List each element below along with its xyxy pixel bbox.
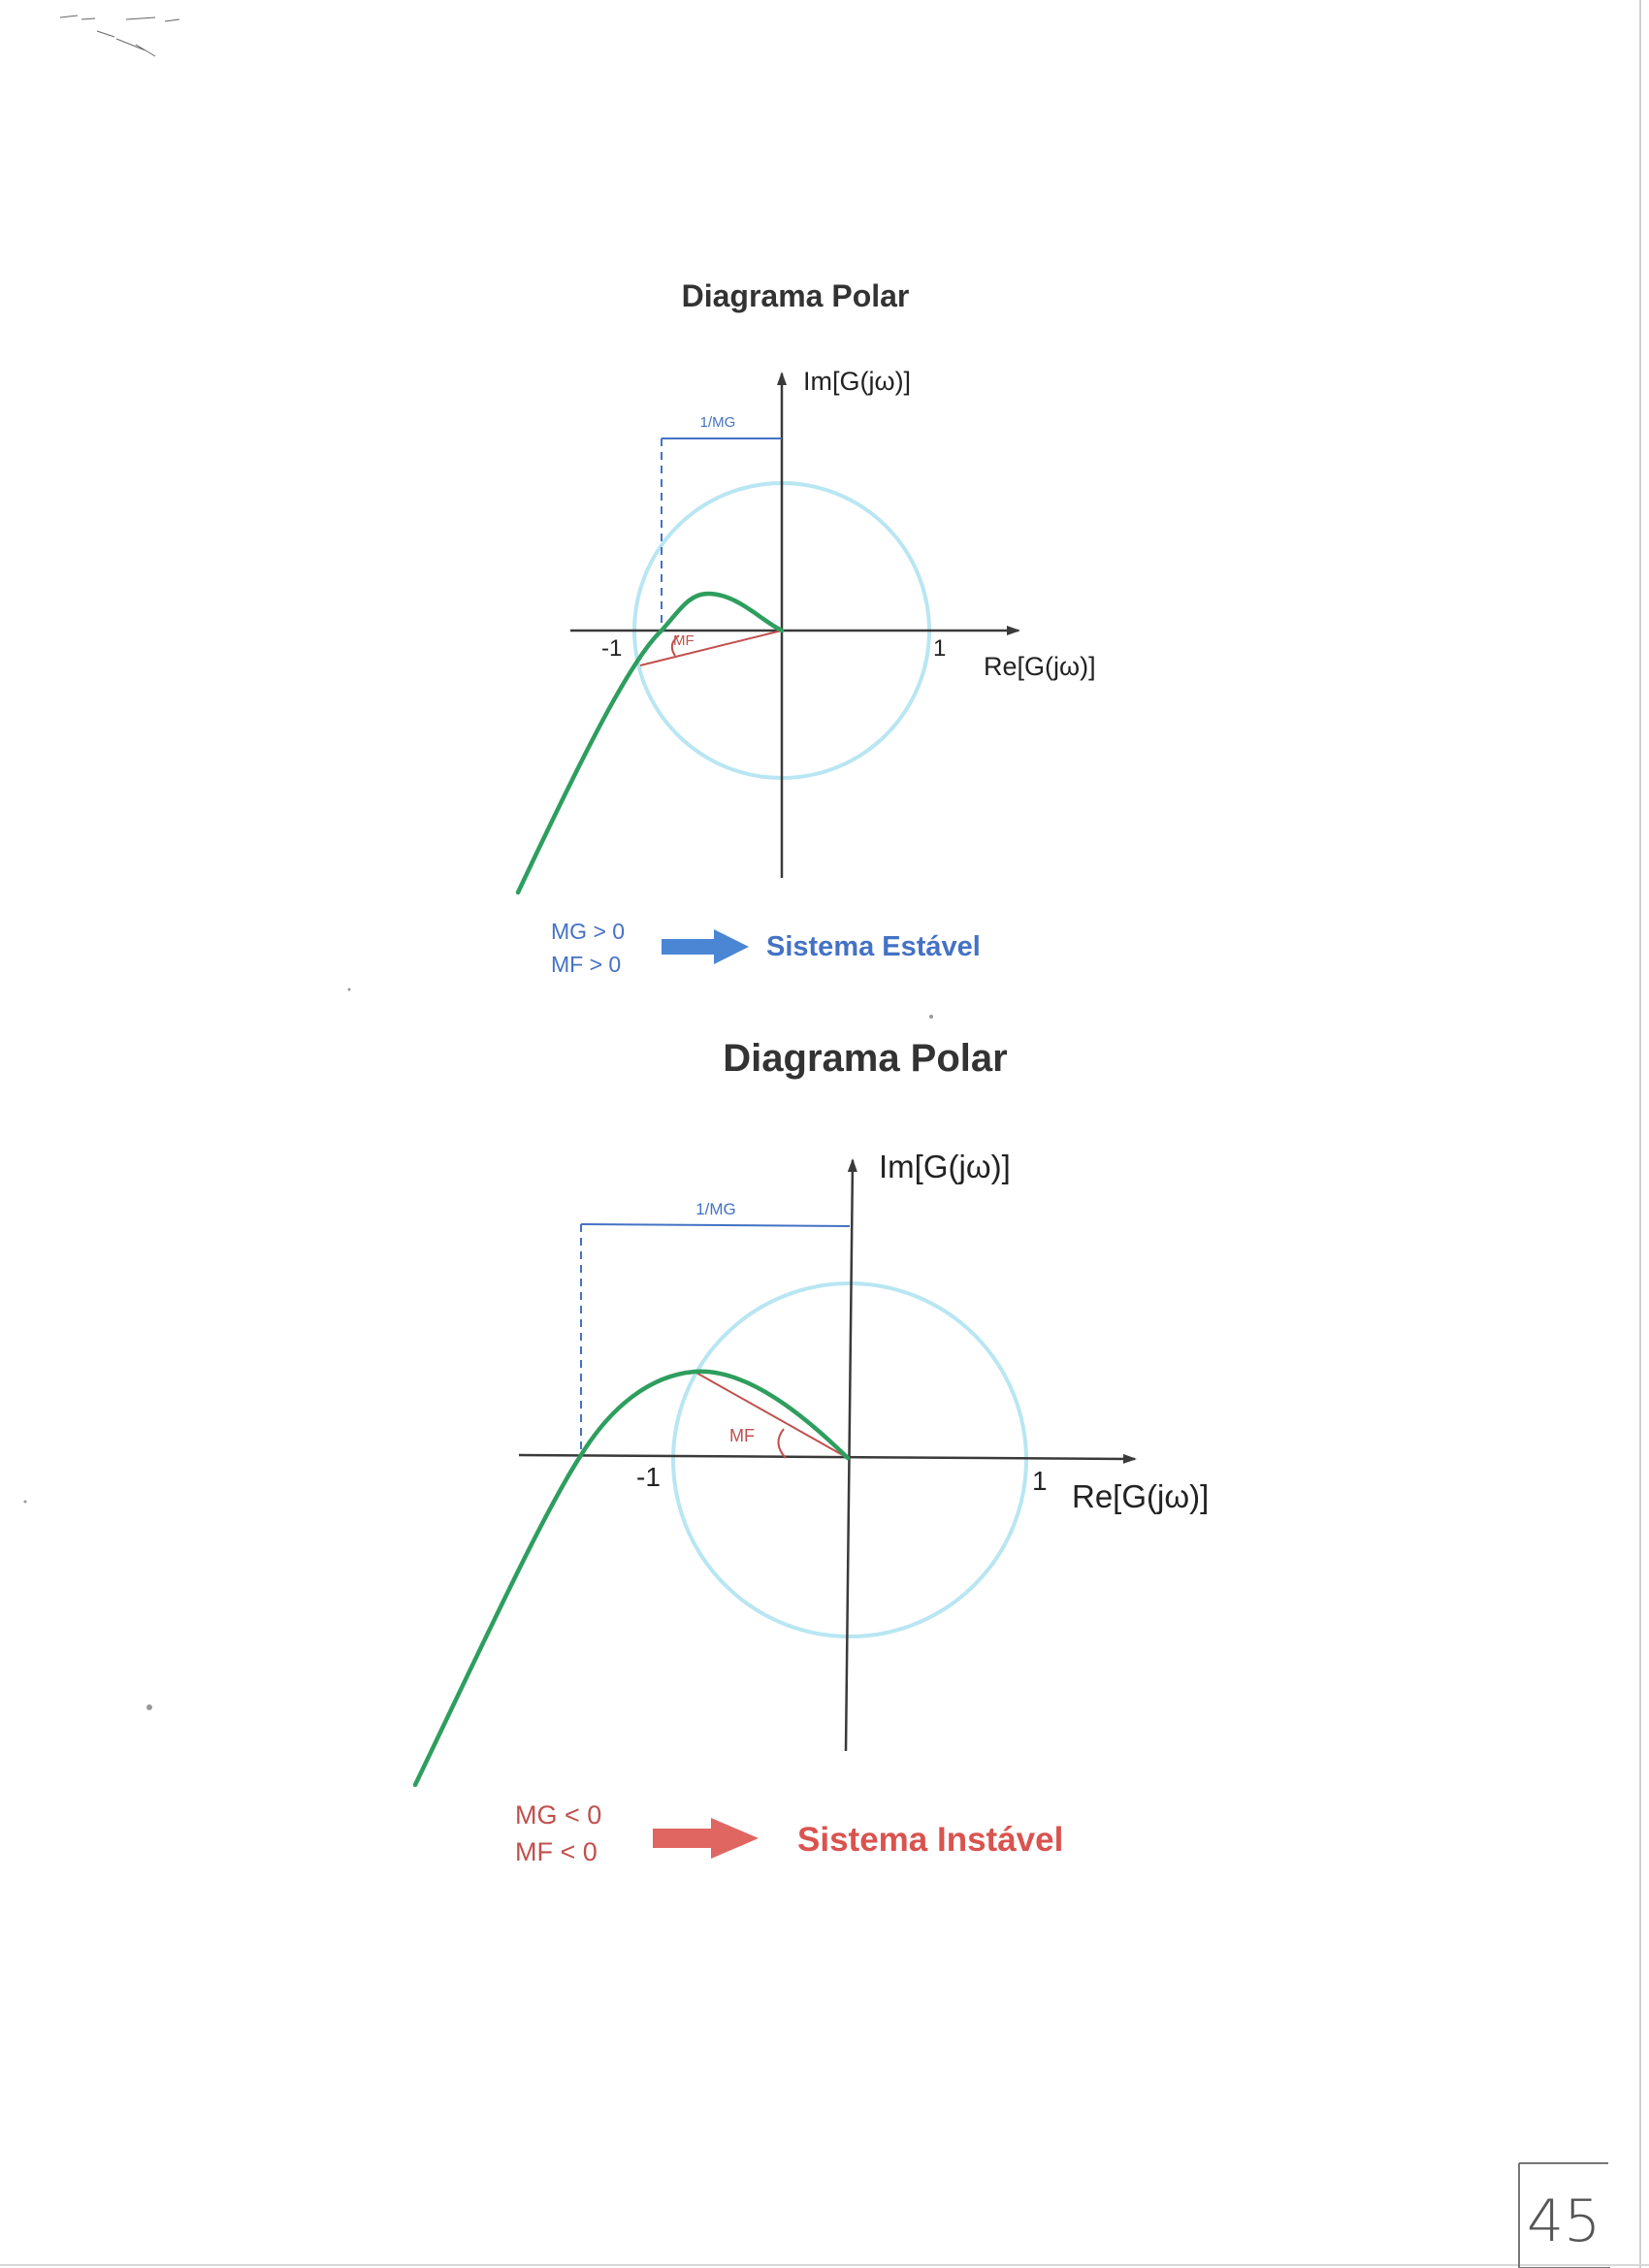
scan-noise bbox=[59, 15, 180, 57]
imaginary-axis bbox=[844, 1158, 857, 1752]
phase-margin-arc bbox=[777, 1428, 787, 1459]
real-axis bbox=[518, 1453, 1137, 1464]
real-axis-label: Re[G(jω)] bbox=[984, 652, 1096, 681]
nyquist-curve bbox=[515, 591, 785, 895]
condition-mf: MF > 0 bbox=[551, 952, 621, 977]
page-number-box: 45 bbox=[1518, 2162, 1610, 2268]
condition-mf: MF < 0 bbox=[515, 1837, 598, 1866]
status-unstable: Sistema Instável bbox=[797, 1821, 1063, 1859]
phase-margin-arc bbox=[670, 634, 680, 657]
unit-circle bbox=[671, 1281, 1028, 1638]
condition-mg: MG < 0 bbox=[515, 1800, 601, 1830]
imaginary-axis-label: Im[G(jω)] bbox=[803, 367, 911, 396]
nyquist-curve bbox=[412, 1369, 851, 1788]
scan-bottom-edge bbox=[0, 2264, 1649, 2266]
diagram-title: Diagrama Polar bbox=[723, 1037, 1007, 1080]
gain-margin-bracket bbox=[580, 1223, 851, 1227]
arrow-right-icon bbox=[653, 1818, 759, 1859]
phase-margin-label: MF bbox=[673, 632, 695, 649]
condition-mg: MG > 0 bbox=[551, 919, 625, 944]
arrow-right-icon bbox=[662, 929, 749, 964]
phase-margin-line bbox=[694, 1371, 849, 1459]
phase-margin-line bbox=[639, 630, 783, 666]
scan-edge bbox=[1639, 0, 1641, 2268]
phase-margin-label: MF bbox=[729, 1426, 755, 1445]
real-axis-label: Re[G(jω)] bbox=[1072, 1478, 1209, 1514]
polar-diagram-stable: Diagrama Polar Im[G(jω)] Re[G(jω)] -1 1 … bbox=[515, 278, 1096, 977]
status-stable: Sistema Estável bbox=[766, 931, 981, 962]
polar-diagram-unstable: Diagrama Polar Im[G(jω)] Re[G(jω)] -1 1 … bbox=[412, 1037, 1209, 1866]
minus-one-tick: -1 bbox=[601, 635, 622, 662]
scan-dots bbox=[23, 988, 933, 1710]
page-number: 45 bbox=[1527, 2187, 1600, 2255]
gain-margin-label: 1/MG bbox=[695, 1200, 736, 1218]
diagram-title: Diagrama Polar bbox=[682, 278, 910, 313]
plus-one-tick: 1 bbox=[1032, 1466, 1048, 1496]
imaginary-axis-label: Im[G(jω)] bbox=[879, 1149, 1011, 1184]
minus-one-tick: -1 bbox=[636, 1462, 661, 1492]
plus-one-tick: 1 bbox=[933, 635, 946, 662]
gain-margin-label: 1/MG bbox=[700, 414, 736, 431]
